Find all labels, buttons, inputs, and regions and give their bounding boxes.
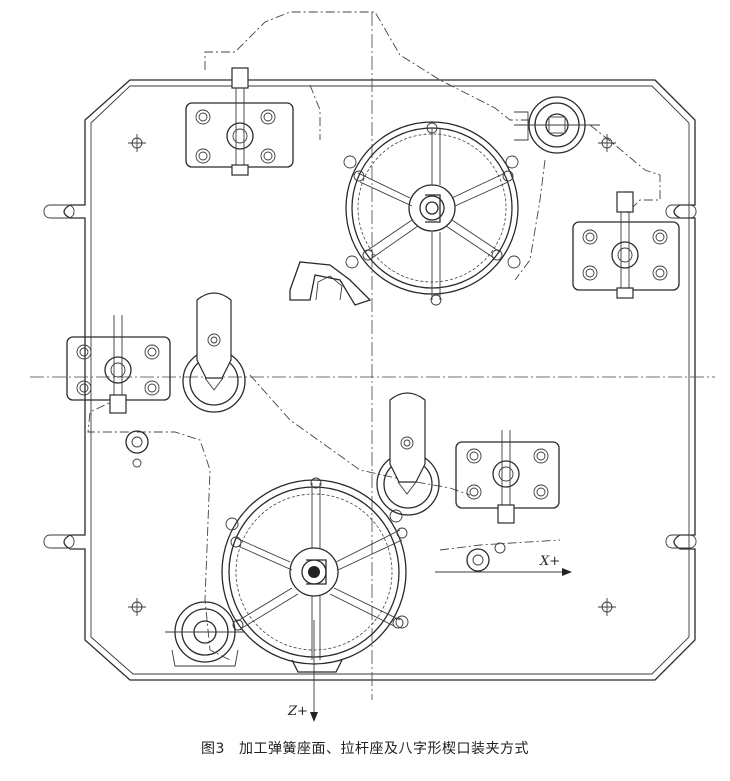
z-axis-arrow (310, 620, 318, 722)
clamp-plate-right[interactable] (572, 191, 680, 299)
swing-clamp-right[interactable] (376, 392, 440, 516)
swing-clamp-left[interactable] (182, 292, 246, 413)
locating-pins (128, 134, 616, 616)
locating-ring-small (125, 430, 506, 572)
locating-ring-top-right[interactable] (514, 96, 600, 154)
x-axis-arrow (435, 568, 572, 576)
figure-caption: 图3 加工弹簧座面、拉杆座及八字形楔口装夹方式 (0, 738, 730, 758)
edge-notch (43, 204, 697, 549)
figure-caption-text: 加工弹簧座面、拉杆座及八字形楔口装夹方式 (238, 741, 529, 757)
handwheel-top[interactable] (343, 121, 521, 306)
handwheel-bottom[interactable] (221, 477, 409, 673)
clamp-plate-left[interactable] (66, 315, 171, 414)
center-lines (30, 12, 715, 700)
clamp-plate-lower-right[interactable] (455, 430, 560, 524)
x-axis-label: X+ (539, 554, 560, 569)
workpiece-outline (87, 11, 661, 661)
locating-ring-bottom-left[interactable] (165, 601, 245, 667)
wheel-cradle-top (289, 261, 372, 306)
clamp-plate-upper-left[interactable] (185, 67, 294, 176)
base-plate (63, 79, 696, 681)
z-axis-label: Z+ (287, 704, 308, 719)
figure-number: 图3 (201, 741, 225, 757)
